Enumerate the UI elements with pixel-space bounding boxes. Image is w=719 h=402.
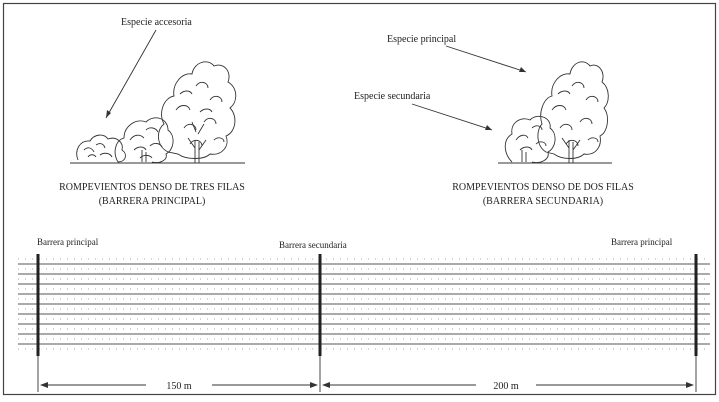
label-especie-secundaria: Especie secundaria [354, 91, 431, 102]
right-windbreak-illustration [498, 61, 612, 164]
caption-left-line1: ROMPEVIENTOS DENSO DE TRES FILAS [59, 182, 245, 193]
label-especie-principal: Especie principal [387, 34, 456, 45]
dimension-label-150: 150 m [166, 381, 192, 392]
caption-right-line1: ROMPEVIENTOS DENSO DE DOS FILAS [452, 182, 634, 193]
right-annotation-leader-primary [445, 45, 527, 73]
dimension-label-200: 200 m [493, 381, 519, 392]
caption-left-line2: (BARRERA PRINCIPAL) [99, 196, 206, 207]
plan-field [18, 258, 710, 350]
left-annotation-leader [105, 29, 157, 119]
label-barrera-secundaria: Barrera secundaria [279, 240, 347, 250]
right-annotation-leader-secondary [411, 103, 493, 131]
label-barrera-principal-left: Barrera principal [37, 237, 99, 247]
label-barrera-principal-right: Barrera principal [611, 237, 673, 247]
dimension-200 [322, 356, 697, 392]
caption-right-line2: (BARRERA SECUNDARIA) [483, 196, 603, 207]
dimension-150 [37, 356, 321, 392]
outer-border [2, 2, 717, 396]
label-especie-accesoria: Especie accesoria [121, 17, 192, 28]
left-windbreak-illustration [70, 61, 245, 164]
